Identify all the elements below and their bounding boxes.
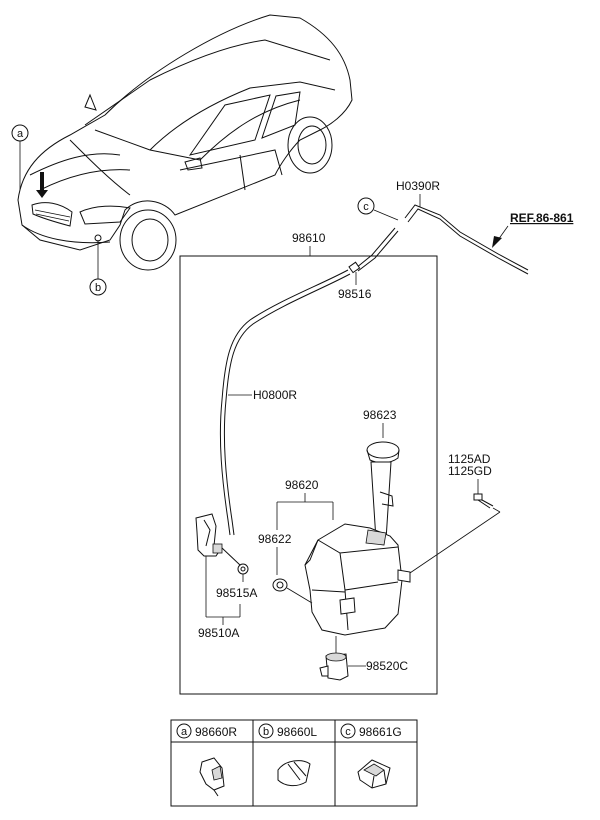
- grommet-98622: 98622: [258, 532, 313, 604]
- pump-98510a: 98515A 98510A: [195, 513, 257, 640]
- legend-cell-b: b 98660L: [258, 723, 317, 787]
- motor-98520c: 98520C: [319, 636, 408, 681]
- label-98510a: 98510A: [198, 626, 239, 640]
- label-98515a: 98515A: [216, 586, 257, 600]
- bolt-1125: 1125AD 1125GD: [403, 452, 501, 578]
- nozzle-right-icon: [199, 757, 225, 797]
- label-1125gd: 1125GD: [448, 464, 492, 478]
- callout-c-text: c: [363, 201, 369, 213]
- cap-98623: 98623: [363, 408, 400, 464]
- label-98520c: 98520C: [366, 659, 408, 673]
- label-h0800r: H0800R: [253, 388, 297, 402]
- label-98516: 98516: [338, 287, 372, 301]
- label-h0390r: H0390R: [396, 179, 440, 193]
- legend-part-98661g: 98661G: [359, 725, 402, 739]
- legend-cell-c: c 98661G: [340, 723, 402, 789]
- reservoir-98620: 98620: [276, 461, 411, 636]
- callout-b: b: [89, 240, 107, 296]
- callout-a: a: [11, 124, 29, 190]
- label-ref: REF.86-861: [510, 211, 574, 225]
- hose-clip-icon: [357, 759, 391, 789]
- label-98610: 98610: [292, 231, 326, 245]
- connector-98516: 98516: [338, 227, 399, 301]
- legend-part-98660l: 98660L: [277, 725, 317, 739]
- callout-b-text: b: [95, 282, 101, 294]
- label-1125ad: 1125AD: [448, 452, 491, 466]
- legend-table: a 98660R b 98660L c 98661G: [170, 719, 418, 807]
- label-98620: 98620: [285, 478, 319, 492]
- legend-key-a: a: [181, 726, 188, 738]
- label-98623: 98623: [363, 408, 397, 422]
- hose-h0800r: H0800R: [219, 269, 351, 536]
- label-98622: 98622: [258, 532, 292, 546]
- outer-hose-area: H0390R c REF.86-861: [357, 179, 574, 275]
- callout-a-text: a: [17, 128, 24, 140]
- nozzle-left-icon: [277, 760, 311, 787]
- legend-key-c: c: [345, 726, 351, 738]
- legend-key-b: b: [263, 726, 269, 738]
- legend-part-98660r: 98660R: [195, 725, 237, 739]
- car-illustration: [17, 14, 353, 271]
- assembly-box: 98610: [179, 231, 438, 695]
- legend-cell-a: a 98660R: [176, 723, 237, 797]
